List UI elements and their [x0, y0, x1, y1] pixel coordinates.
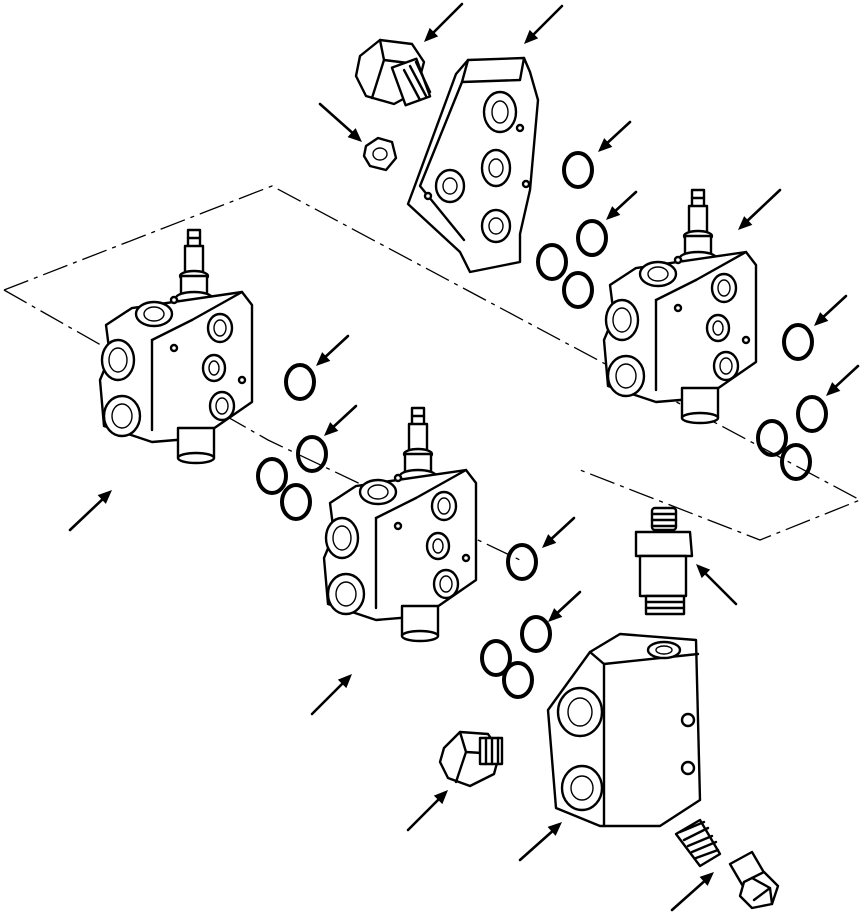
valve-section-3: [602, 188, 758, 425]
outlet-housing: [548, 634, 700, 826]
callout-arrow: [408, 785, 453, 830]
callout-arrow: [320, 104, 367, 147]
callout-arrow: [537, 518, 574, 553]
callout-arrow: [809, 296, 846, 331]
o-ring: [482, 641, 510, 675]
callout-arrow: [601, 192, 636, 225]
assembly-outline: [4, 186, 860, 560]
valve-section-2: [322, 406, 478, 643]
o-ring: [798, 397, 826, 431]
callout-arrow: [319, 406, 356, 441]
callout-arrow: [691, 559, 736, 604]
callout-arrow: [519, 6, 562, 49]
o-ring: [784, 325, 812, 359]
o-ring: [782, 445, 810, 479]
callout-arrow: [672, 867, 719, 910]
callout-arrow: [543, 592, 580, 627]
callout-arrow: [821, 366, 858, 401]
callout-arrow: [70, 485, 117, 530]
o-rings: [258, 153, 826, 697]
o-ring: [258, 459, 286, 493]
o-ring: [282, 485, 310, 519]
o-ring: [564, 273, 592, 307]
o-ring: [538, 245, 566, 279]
relief-valve: [636, 508, 692, 614]
o-ring: [286, 365, 314, 399]
screw: [730, 852, 778, 908]
callout-arrow: [593, 122, 630, 157]
o-ring: [578, 221, 606, 255]
valve-section-1: [98, 228, 254, 465]
callout-arrow: [312, 669, 357, 714]
inlet-cover: [408, 58, 538, 272]
plug-outlet: [440, 732, 502, 786]
callout-arrow: [520, 817, 567, 860]
nut: [364, 138, 396, 170]
callout-arrow: [311, 336, 348, 371]
o-ring: [758, 421, 786, 455]
callout-arrow: [733, 190, 780, 235]
o-ring: [298, 437, 326, 471]
callout-arrow: [419, 4, 462, 47]
callout-arrows: [70, 4, 858, 910]
o-ring: [522, 617, 550, 651]
spring: [676, 820, 720, 866]
plug-inlet: [356, 40, 430, 105]
o-ring: [504, 663, 532, 697]
o-ring: [508, 545, 536, 579]
o-ring: [564, 153, 592, 187]
